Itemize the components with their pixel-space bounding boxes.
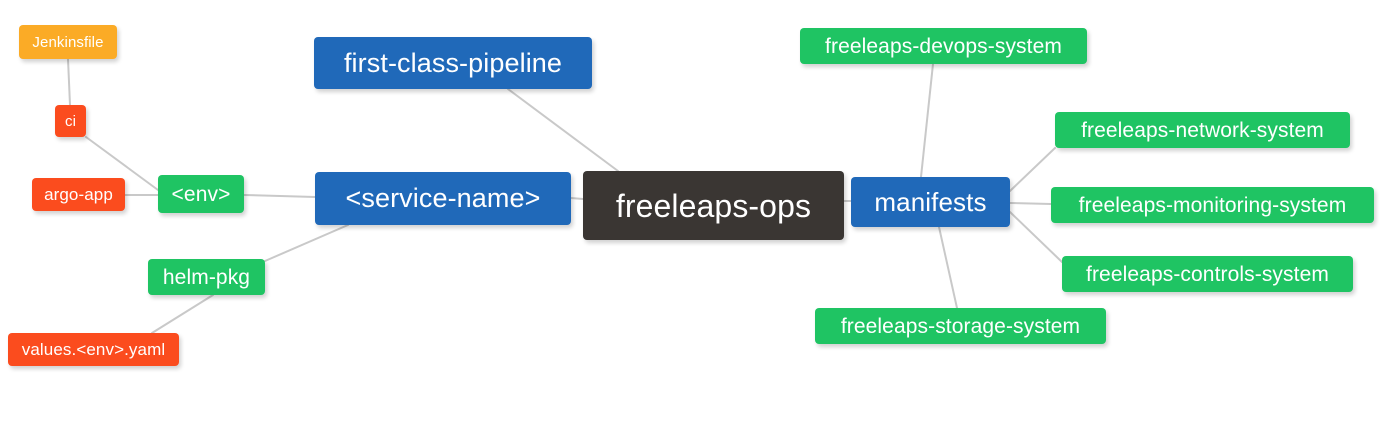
node-service-name[interactable]: <service-name>: [315, 172, 571, 225]
edge-jenkinsfile-ci: [67, 58, 71, 106]
node-freeleaps-devops-system[interactable]: freeleaps-devops-system: [800, 28, 1087, 64]
node-manifests[interactable]: manifests: [851, 177, 1010, 227]
edge-manifests-monitoring: [1009, 202, 1052, 205]
node-freeleaps-controls-system[interactable]: freeleaps-controls-system: [1062, 256, 1353, 292]
node-freeleaps-ops-root[interactable]: freeleaps-ops: [583, 171, 844, 240]
edge-helm-pkg-service-name: [264, 224, 349, 262]
node-values-env-yaml[interactable]: values.<env>.yaml: [8, 333, 179, 366]
edge-manifests-storage: [938, 226, 958, 309]
node-jenkinsfile[interactable]: Jenkinsfile: [19, 25, 117, 59]
node-freeleaps-network-system[interactable]: freeleaps-network-system: [1055, 112, 1350, 148]
node-env[interactable]: <env>: [158, 175, 244, 213]
node-freeleaps-monitoring-system[interactable]: freeleaps-monitoring-system: [1051, 187, 1374, 223]
node-freeleaps-storage-system[interactable]: freeleaps-storage-system: [815, 308, 1106, 344]
edge-service-name-root: [570, 197, 584, 200]
edge-first-class-pipeline-root: [507, 88, 619, 172]
edge-env-service-name: [243, 194, 316, 198]
edge-manifests-network: [1009, 147, 1056, 192]
edge-manifests-devops: [920, 63, 934, 178]
node-ci[interactable]: ci: [55, 105, 86, 137]
node-helm-pkg[interactable]: helm-pkg: [148, 259, 265, 295]
edge-values-helm-pkg: [151, 294, 214, 334]
node-argo-app[interactable]: argo-app: [32, 178, 125, 211]
node-first-class-pipeline[interactable]: first-class-pipeline: [314, 37, 592, 89]
